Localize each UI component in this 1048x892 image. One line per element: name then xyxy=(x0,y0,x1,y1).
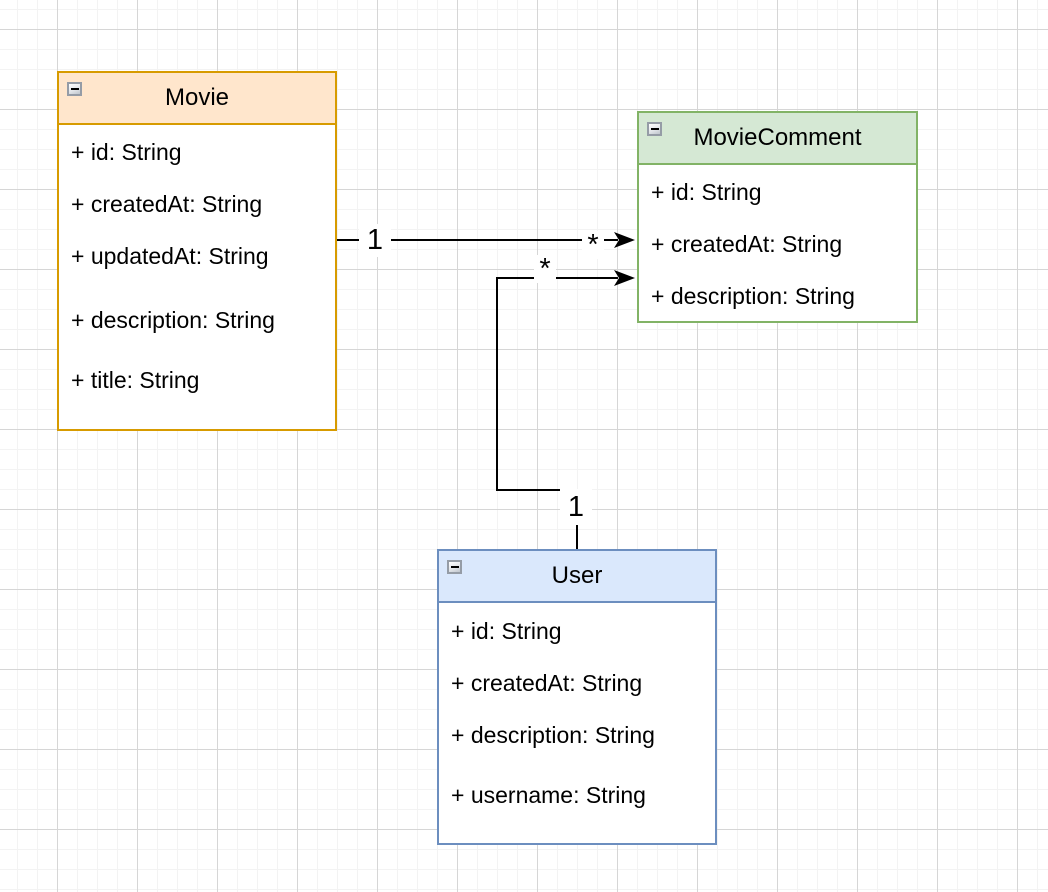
attribute-row[interactable]: + title: String xyxy=(71,367,200,393)
collapse-minus-icon[interactable] xyxy=(447,560,462,574)
attribute-row[interactable]: + updatedAt: String xyxy=(71,243,269,269)
class-box-movie[interactable]: Movie + id: String + createdAt: String +… xyxy=(57,71,337,431)
class-header-moviecomment[interactable]: MovieComment xyxy=(639,113,916,165)
attribute-row[interactable]: + createdAt: String xyxy=(451,670,643,696)
attribute-row[interactable]: + createdAt: String xyxy=(71,191,263,217)
attribute-row[interactable]: + id: String xyxy=(451,618,562,644)
class-title: User xyxy=(551,562,603,589)
attribute-row[interactable]: + id: String xyxy=(71,139,182,165)
class-box-user[interactable]: User + id: String + createdAt: String + … xyxy=(437,549,717,845)
class-box-moviecomment[interactable]: MovieComment + id: String + createdAt: S… xyxy=(637,111,918,323)
collapse-minus-icon[interactable] xyxy=(67,82,82,96)
attribute-row[interactable]: + description: String xyxy=(651,283,855,309)
collapse-minus-icon[interactable] xyxy=(647,122,662,136)
attribute-row[interactable]: + description: String xyxy=(71,307,275,333)
class-header-user[interactable]: User xyxy=(439,551,715,603)
attribute-row[interactable]: + id: String xyxy=(651,179,762,205)
attribute-row[interactable]: + description: String xyxy=(451,722,655,748)
multiplicity-label-target[interactable]: * xyxy=(534,253,556,285)
class-header-movie[interactable]: Movie xyxy=(59,73,335,125)
attribute-row[interactable]: + username: String xyxy=(451,782,646,808)
arrowhead-icon xyxy=(614,232,635,248)
class-title: MovieComment xyxy=(693,124,862,151)
multiplicity-label-source[interactable]: 1 xyxy=(359,224,391,257)
attribute-row[interactable]: + createdAt: String xyxy=(651,231,843,257)
multiplicity-label-target[interactable]: * xyxy=(582,229,604,261)
arrowhead-icon xyxy=(614,270,635,286)
class-title: Movie xyxy=(164,84,230,111)
multiplicity-label-source[interactable]: 1 xyxy=(560,489,592,525)
